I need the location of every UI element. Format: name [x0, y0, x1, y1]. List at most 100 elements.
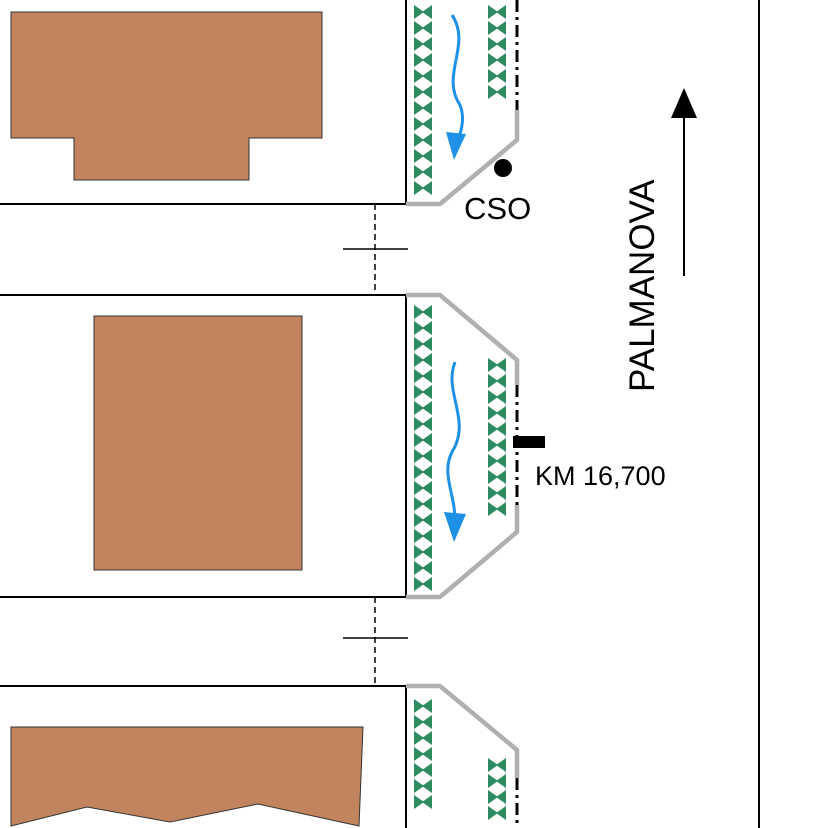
vegetation-triangle: [488, 422, 498, 436]
vegetation-triangle: [414, 353, 424, 367]
vegetation-triangle: [414, 731, 424, 745]
vegetation-triangle: [488, 374, 498, 388]
vegetation-triangle: [414, 305, 424, 319]
vegetation-triangle: [422, 133, 432, 147]
vegetation-triangle: [496, 69, 506, 83]
vegetation-triangle: [488, 69, 498, 83]
vegetation-triangle: [422, 85, 432, 99]
vegetation-triangle: [414, 37, 424, 51]
vegetation-triangle: [488, 438, 498, 452]
vegetation-triangle: [488, 358, 498, 372]
vegetation-triangle: [414, 561, 424, 575]
vegetation-triangle: [414, 165, 424, 179]
vegetation-triangle: [414, 699, 424, 713]
vegetation-triangle: [422, 369, 432, 383]
vegetation-triangle: [414, 149, 424, 163]
flow-arrow-top: [446, 14, 466, 160]
vegetation-triangle: [414, 69, 424, 83]
vegetation-triangle: [488, 806, 498, 820]
vegetation-triangle: [496, 406, 506, 420]
vegetation-triangle: [414, 117, 424, 131]
vegetation-triangle: [422, 305, 432, 319]
vegetation-triangle: [414, 433, 424, 447]
vegetation-triangle: [488, 790, 498, 804]
vegetation-triangle: [414, 481, 424, 495]
vegetation-triangle: [496, 486, 506, 500]
vegetation-triangle: [496, 758, 506, 772]
vegetation-triangle: [414, 497, 424, 511]
vegetation-triangle: [414, 53, 424, 67]
vegetation-triangle: [496, 37, 506, 51]
vegetation-triangle: [414, 465, 424, 479]
north-arrow-icon: [671, 88, 697, 276]
km-label: KM 16,700: [535, 461, 666, 491]
vegetation-triangle: [496, 374, 506, 388]
vegetation-triangle: [422, 417, 432, 431]
vegetation-triangle: [422, 69, 432, 83]
swale-edge-middle-bottom: [406, 505, 520, 600]
vegetation-triangle: [414, 85, 424, 99]
vegetation-triangle: [422, 561, 432, 575]
building-middle: [93, 315, 303, 571]
boundary-lines: [0, 0, 760, 828]
vegetation-triangle: [488, 454, 498, 468]
vegetation-triangle: [488, 502, 498, 516]
vegetation-triangle: [488, 53, 498, 67]
vegetation-triangle: [414, 101, 424, 115]
vegetation-triangle: [422, 401, 432, 415]
swale-edges: [406, 110, 520, 778]
vegetation-triangle: [422, 481, 432, 495]
vegetation-triangle: [422, 513, 432, 527]
vegetation-triangle: [414, 181, 424, 195]
cso-marker-icon: [494, 159, 512, 177]
vegetation-triangle: [422, 165, 432, 179]
vegetation-triangle: [496, 454, 506, 468]
vegetation-triangle: [496, 502, 506, 516]
vegetation-triangle: [414, 385, 424, 399]
vegetation-triangle: [422, 101, 432, 115]
vegetation-triangle: [422, 149, 432, 163]
vegetation-triangle: [422, 529, 432, 543]
vegetation-triangle: [496, 470, 506, 484]
vegetation-triangle: [422, 353, 432, 367]
vegetation-triangle: [422, 385, 432, 399]
vegetation-triangle: [488, 758, 498, 772]
swale-edge-bottom: [406, 683, 520, 778]
vegetation-triangle: [422, 337, 432, 351]
vegetation-triangle: [414, 763, 424, 777]
vegetation-triangle: [422, 763, 432, 777]
vegetation-triangle: [422, 53, 432, 67]
building-top: [10, 11, 323, 181]
vegetation-triangle: [414, 449, 424, 463]
vegetation-triangle: [414, 337, 424, 351]
vegetation-triangle: [496, 358, 506, 372]
vegetation-triangle: [488, 486, 498, 500]
road-name-label: PALMANOVA: [623, 179, 662, 392]
vegetation-triangle: [496, 438, 506, 452]
building-bottom: [10, 726, 364, 827]
vegetation-triangle: [414, 545, 424, 559]
vegetation-triangle: [422, 37, 432, 51]
vegetation-triangle: [414, 779, 424, 793]
vegetation-triangle: [422, 5, 432, 19]
cso-label: CSO: [464, 191, 531, 226]
swale-edge-top: [406, 110, 520, 207]
vegetation-triangle: [488, 85, 498, 99]
vegetation-triangle: [496, 774, 506, 788]
vegetation-triangle: [422, 321, 432, 335]
vegetation-triangle: [414, 369, 424, 383]
vegetation-triangle: [414, 21, 424, 35]
vegetation-triangle: [422, 449, 432, 463]
vegetation-triangle: [422, 747, 432, 761]
km-marker-icon: [513, 436, 545, 448]
vegetation: [414, 5, 506, 820]
vegetation-triangle: [488, 774, 498, 788]
vegetation-triangle: [422, 117, 432, 131]
vegetation-triangle: [422, 545, 432, 559]
swale-edge-middle-top: [406, 292, 520, 385]
crossing-lower: [343, 597, 408, 686]
vegetation-triangle: [414, 747, 424, 761]
vegetation-triangle: [422, 577, 432, 591]
